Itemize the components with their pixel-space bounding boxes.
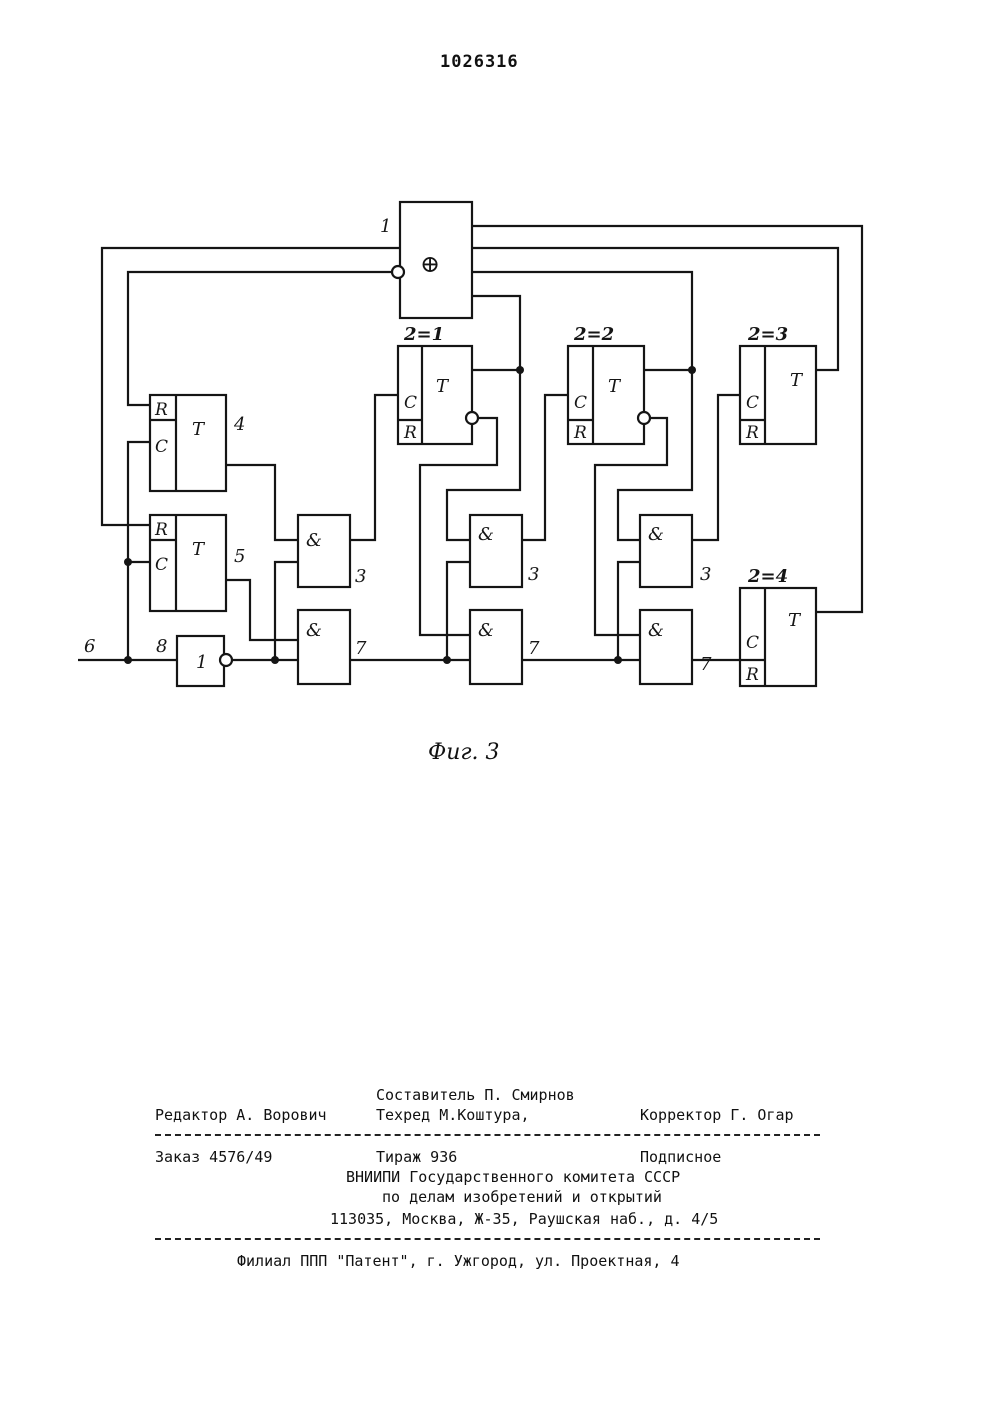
trigger-5-type: T	[192, 539, 206, 560]
trigger-2-3-pin-r: R	[745, 423, 759, 443]
trigger-5-pin-r: R	[154, 520, 168, 540]
junction-dot	[516, 366, 524, 374]
input-label: 6	[84, 636, 95, 657]
trigger-4-number: 4	[233, 414, 245, 435]
and-gate-7-b: & 7	[470, 610, 540, 684]
trigger-2-4-label: 2=4	[747, 566, 788, 587]
trigger-2-2-label: 2=2	[573, 324, 614, 345]
order-line: Заказ 4576/49	[155, 1148, 272, 1166]
and-gate-3-c: & 3	[640, 515, 711, 587]
trigger-2-2-pin-r: R	[573, 423, 587, 443]
trigger-2-2: C R T 2=2	[568, 324, 644, 444]
org-line-1: ВНИИПИ Государственного комитета СССР	[346, 1168, 680, 1186]
trigger-2-2-pin-c: C	[574, 393, 587, 413]
trigger-4-type: T	[192, 419, 206, 440]
and-gate-3-a-number: 3	[355, 566, 366, 587]
divider-rule	[155, 1134, 820, 1136]
branch-line: Филиал ППП "Патент", г. Ужгород, ул. Про…	[237, 1252, 680, 1270]
and-gate-3-c-symbol: &	[648, 524, 664, 545]
trigger-2-4-type: T	[788, 610, 802, 631]
trigger-4-pin-c: C	[155, 437, 168, 457]
trigger-4: R C T 4	[150, 395, 245, 491]
junction-dot	[688, 366, 696, 374]
trigger-5-number: 5	[234, 546, 245, 567]
and-gate-7-a-number: 7	[355, 638, 367, 659]
and-gate-7-c-symbol: &	[648, 620, 664, 641]
xor-symbol: ⊕	[420, 250, 440, 278]
techred-line: Техред М.Коштура,	[376, 1106, 530, 1124]
trigger-2-1-pin-c: C	[404, 393, 417, 413]
corrector-line: Корректор Г. Огар	[640, 1106, 794, 1124]
trigger-2-3: C R T 2=3	[740, 324, 816, 444]
trigger-2-4: C R T 2=4	[740, 566, 816, 686]
trigger-5: R C T 5	[150, 515, 245, 611]
trigger-2-3-type: T	[790, 370, 804, 391]
trigger-5-pin-c: C	[155, 555, 168, 575]
inverter-number: 8	[156, 636, 167, 657]
org-line-2: по делам изобретений и открытий	[382, 1188, 662, 1206]
inverter-output-bubble	[220, 654, 232, 666]
trigger-2-1-label: 2=1	[403, 324, 444, 345]
and-gate-7-b-symbol: &	[478, 620, 494, 641]
trigger-2-1-type: T	[436, 376, 450, 397]
subscription-line: Подписное	[640, 1148, 721, 1166]
junction-dot	[443, 656, 451, 664]
junction-dot	[124, 558, 132, 566]
junction-dot	[124, 656, 132, 664]
trigger-4-pin-r: R	[154, 400, 168, 420]
trigger-2-1: C R T 2=1	[398, 324, 472, 444]
trigger-2-3-label: 2=3	[747, 324, 788, 345]
and-gate-3-b-symbol: &	[478, 524, 494, 545]
circuit-diagram: ⊕ 1 R C T 4 R C T 5 C R	[0, 0, 1000, 740]
trigger-2-2-type: T	[608, 376, 622, 397]
xor-block-number: 1	[380, 216, 391, 237]
and-gate-3-b-number: 3	[528, 564, 539, 585]
junction-dot	[271, 656, 279, 664]
editor-line: Редактор А. Ворович	[155, 1106, 327, 1124]
and-gate-3-a-symbol: &	[306, 530, 322, 551]
xor-inverted-input-bubble	[392, 266, 404, 278]
trigger-2-2-inverted-output-bubble	[638, 412, 650, 424]
and-gate-7-a-symbol: &	[306, 620, 322, 641]
circulation-line: Тираж 936	[376, 1148, 457, 1166]
inverter-symbol: 1	[196, 652, 207, 673]
trigger-2-1-pin-r: R	[403, 423, 417, 443]
junction-dot	[614, 656, 622, 664]
xor-block-1: ⊕ 1	[380, 202, 472, 318]
trigger-2-4-pin-r: R	[745, 665, 759, 685]
and-gate-7-c: & 7	[640, 610, 712, 684]
trigger-2-1-inverted-output-bubble	[466, 412, 478, 424]
divider-rule	[155, 1238, 820, 1240]
and-gate-7-b-number: 7	[528, 638, 540, 659]
trigger-2-3-pin-c: C	[746, 393, 759, 413]
and-gate-3-b: & 3	[470, 515, 539, 587]
and-gate-3-a: & 3	[298, 515, 366, 587]
and-gate-3-c-number: 3	[700, 564, 711, 585]
compiler-line: Составитель П. Смирнов	[376, 1086, 575, 1104]
org-address: 113035, Москва, Ж-35, Раушская наб., д. …	[330, 1210, 718, 1228]
and-gate-7-c-number: 7	[700, 654, 712, 675]
figure-caption: Фиг. 3	[428, 740, 500, 765]
trigger-2-4-pin-c: C	[746, 633, 759, 653]
and-gate-7-a: & 7	[298, 610, 367, 684]
